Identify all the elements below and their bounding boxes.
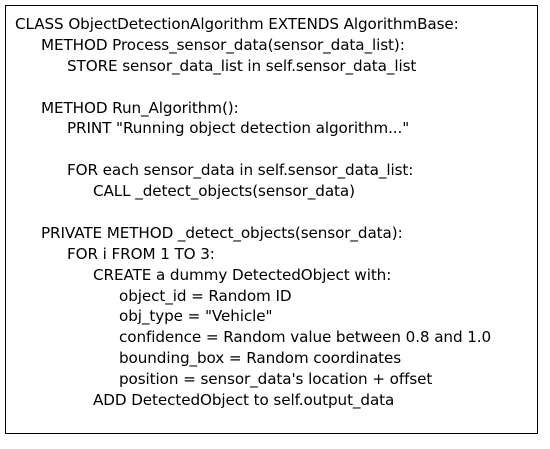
code-line: PRINT "Running object detection algorith… <box>67 119 410 138</box>
blank-line <box>15 202 491 223</box>
code-line: CLASS ObjectDetectionAlgorithm EXTENDS A… <box>15 15 459 33</box>
code-line: FOR i FROM 1 TO 3: <box>67 244 215 263</box>
code-line: METHOD Process_sensor_data(sensor_data_l… <box>41 35 405 54</box>
code-line: bounding_box = Random coordinates <box>119 349 402 368</box>
code-line: CREATE a dummy DetectedObject with: <box>93 265 392 284</box>
code-line: METHOD Run_Algorithm(): <box>41 98 239 117</box>
code-line: FOR each sensor_data in self.sensor_data… <box>67 161 414 180</box>
code-line: position = sensor_data's location + offs… <box>119 370 433 389</box>
code-line: confidence = Random value between 0.8 an… <box>119 328 492 347</box>
code-line: STORE sensor_data_list in self.sensor_da… <box>67 56 417 75</box>
pseudocode-box: CLASS ObjectDetectionAlgorithm EXTENDS A… <box>5 5 538 434</box>
code-line: PRIVATE METHOD _detect_objects(sensor_da… <box>41 223 403 242</box>
blank-line <box>15 139 491 160</box>
code-line: CALL _detect_objects(sensor_data) <box>93 182 355 201</box>
code-line: obj_type = "Vehicle" <box>119 307 273 326</box>
pseudocode-listing: CLASS ObjectDetectionAlgorithm EXTENDS A… <box>15 14 491 411</box>
code-line: ADD DetectedObject to self.output_data <box>93 391 395 410</box>
code-line: object_id = Random ID <box>119 286 292 305</box>
blank-line <box>15 77 491 98</box>
